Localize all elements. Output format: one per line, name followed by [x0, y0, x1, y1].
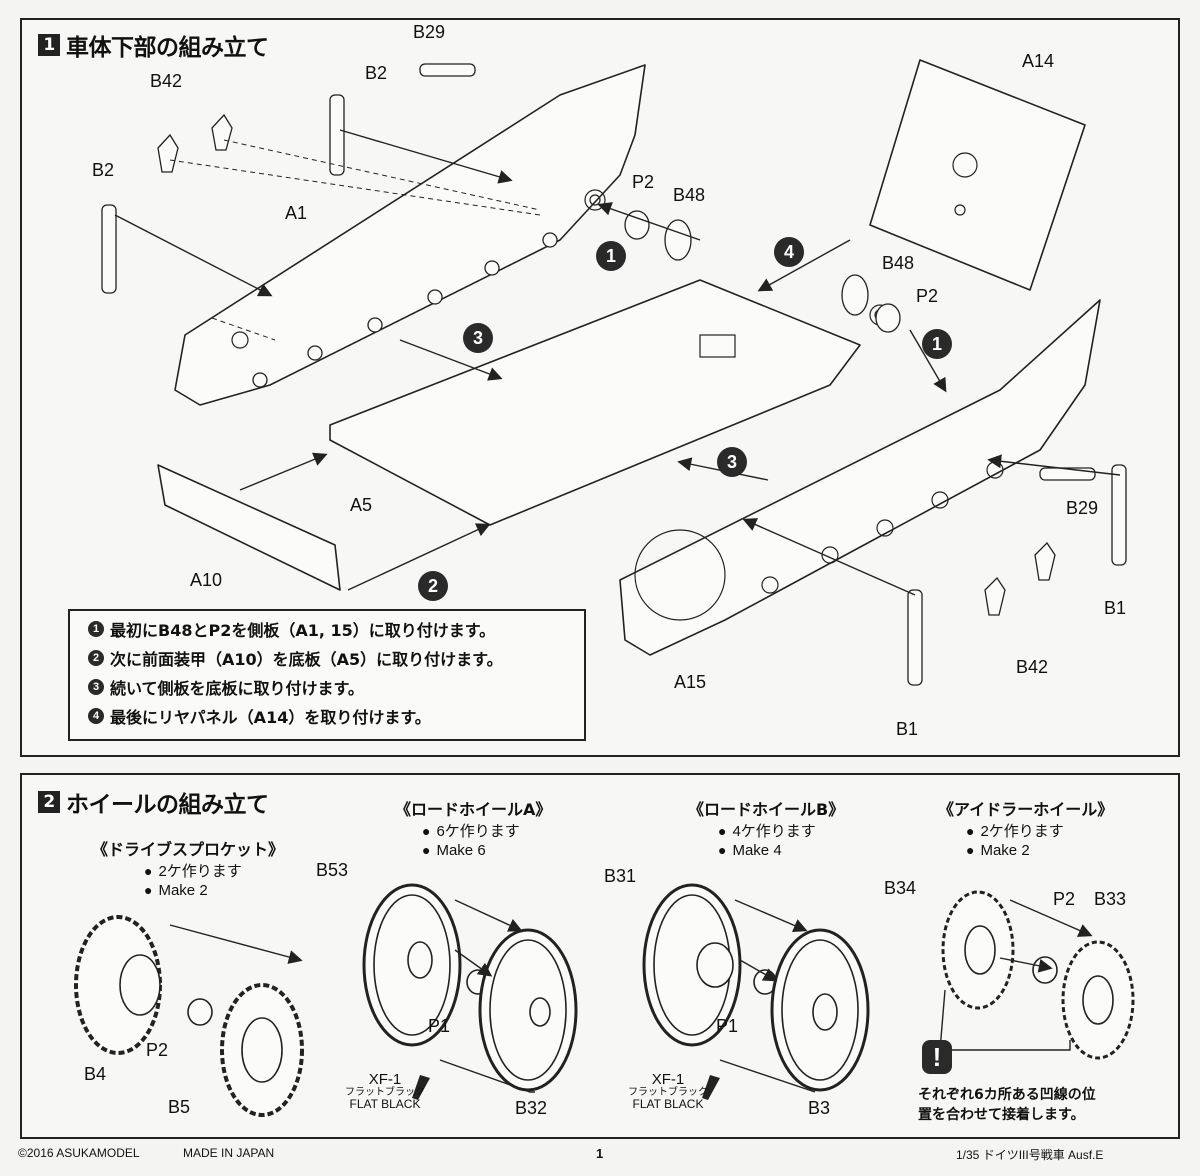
label-p2-right: P2	[916, 286, 939, 306]
label-b48-left: B48	[673, 185, 706, 205]
instruction-notes: 1 最初にB48とP2を側板（A1, 15）に取り付けます。 2 次に前面装甲（…	[68, 609, 586, 741]
alignment-note: それぞれ6カ所ある凹線の位 置を合わせて接着します。	[918, 1085, 1128, 1125]
product-name: 1/35 ドイツIII号戦車 Ausf.E	[956, 1148, 1104, 1162]
make-text-en: Make 2	[158, 882, 208, 899]
callout-3b: 3	[717, 447, 747, 477]
label-b3: B3	[808, 1098, 831, 1118]
step-number: 2	[38, 791, 60, 813]
idler-make-jp: ●2ケ作ります	[966, 823, 1064, 840]
label-a14: A14	[1022, 51, 1055, 71]
make-text-jp: 4ケ作ります	[732, 823, 816, 840]
label-p2-idler: P2	[1053, 889, 1076, 909]
paint-name-jp: フラットブラック	[345, 1086, 425, 1098]
alignment-note-line: 置を合わせて接着します。	[918, 1107, 1085, 1123]
label-b31: B31	[604, 866, 637, 886]
make-text-en: Make 6	[436, 842, 486, 859]
note-item: 2 次に前面装甲（A10）を底板（A5）に取り付けます。	[88, 646, 584, 669]
make-text-en: Make 2	[980, 842, 1030, 859]
label-a1: A1	[285, 203, 308, 223]
note-number: 1	[88, 620, 104, 637]
label-a10: A10	[190, 570, 223, 590]
road-wheel-b-title: 《ロードホイールB》	[688, 800, 845, 819]
note-item: 3 続いて側板を底板に取り付けます。	[88, 675, 584, 698]
paint-spec-a: XF-1 フラットブラック FLAT BLACK	[345, 1072, 425, 1111]
label-b34: B34	[884, 878, 917, 898]
callout-4: 4	[774, 237, 804, 267]
callout-2: 2	[418, 571, 448, 601]
label-b1-bottom: B1	[896, 719, 919, 739]
road-wheel-a-make-en: ●Make 6	[422, 842, 486, 859]
label-b33: B33	[1094, 889, 1127, 909]
label-a5: A5	[350, 495, 373, 515]
paint-name-jp: フラットブラック	[628, 1086, 708, 1098]
lower-hull-diagram	[101, 59, 1127, 686]
label-p2-sprocket: P2	[146, 1040, 169, 1060]
step-title: ホイールの組み立て	[66, 792, 269, 818]
note-text: 最後にリヤパネル（A14）を取り付けます。	[110, 707, 431, 727]
part-a14	[869, 59, 1086, 291]
label-b42-top: B42	[150, 71, 183, 91]
label-b42-right: B42	[1016, 657, 1049, 677]
label-b48-right: B48	[882, 253, 915, 273]
note-item: 4 最後にリヤパネル（A14）を取り付けます。	[88, 704, 584, 727]
label-b2-left: B2	[92, 160, 115, 180]
make-text-en: Make 4	[732, 842, 782, 859]
step-number: 1	[38, 34, 60, 56]
label-b53: B53	[316, 860, 349, 880]
note-text: 続いて側板を底板に取り付けます。	[110, 678, 364, 698]
sprocket-title: 《ドライブスプロケット》	[92, 840, 285, 859]
warning-icon: !	[922, 1040, 952, 1074]
callout-3a: 3	[463, 323, 493, 353]
make-text-jp: 6ケ作ります	[436, 823, 520, 840]
label-b32: B32	[515, 1098, 548, 1118]
part-a15	[619, 299, 1101, 656]
idler-make-en: ●Make 2	[966, 842, 1030, 859]
paint-spec-b: XF-1 フラットブラック FLAT BLACK	[626, 1072, 710, 1111]
label-b1-right: B1	[1104, 598, 1127, 618]
label-b29-right: B29	[1066, 498, 1099, 518]
label-p2-left: P2	[632, 172, 655, 192]
note-text: 次に前面装甲（A10）を底板（A5）に取り付けます。	[110, 649, 503, 669]
note-number: 4	[88, 707, 104, 724]
note-text: 最初にB48とP2を側板（A1, 15）に取り付けます。	[110, 620, 496, 640]
paint-name-en: FLAT BLACK	[632, 1097, 704, 1112]
label-b5: B5	[168, 1097, 191, 1117]
make-text-jp: 2ケ作ります	[158, 863, 242, 880]
step-title: 車体下部の組み立て	[66, 35, 269, 61]
road-wheel-a-title: 《ロードホイールA》	[395, 800, 552, 819]
label-b29-top: B29	[413, 22, 446, 42]
part-a10	[157, 464, 341, 591]
label-a15: A15	[674, 672, 707, 692]
paint-code: XF-1	[651, 1071, 685, 1088]
note-number: 2	[88, 649, 104, 666]
note-item: 1 最初にB48とP2を側板（A1, 15）に取り付けます。	[88, 617, 584, 640]
paint-name-en: FLAT BLACK	[349, 1097, 421, 1112]
copyright: ©2016 ASUKAMODEL	[18, 1146, 140, 1160]
label-b4: B4	[84, 1064, 107, 1084]
part-a1	[174, 64, 646, 406]
sprocket-make-jp: ●2ケ作ります	[144, 863, 242, 880]
sprocket-make-en: ●Make 2	[144, 882, 208, 899]
paint-code: XF-1	[368, 1071, 402, 1088]
label-p1-a: P1	[428, 1016, 451, 1036]
note-number: 3	[88, 678, 104, 695]
label-p1-b: P1	[716, 1016, 739, 1036]
step-1-header: 1 車体下部の組み立て	[38, 28, 269, 62]
part-a5	[329, 279, 861, 526]
alignment-note-line: それぞれ6カ所ある凹線の位	[918, 1087, 1096, 1103]
made-in-label: MADE IN JAPAN	[183, 1146, 275, 1160]
page-number: 1	[596, 1146, 604, 1161]
label-b2-top: B2	[365, 63, 388, 83]
make-text-jp: 2ケ作ります	[980, 823, 1064, 840]
road-wheel-a-make-jp: ●6ケ作ります	[422, 823, 520, 840]
road-wheel-b-make-jp: ●4ケ作ります	[718, 823, 816, 840]
callout-1b: 1	[922, 329, 952, 359]
callout-1a: 1	[596, 241, 626, 271]
step-2-header: 2 ホイールの組み立て	[38, 785, 269, 819]
road-wheel-b-make-en: ●Make 4	[718, 842, 782, 859]
idler-wheel-title: 《アイドラーホイール》	[938, 800, 1114, 819]
